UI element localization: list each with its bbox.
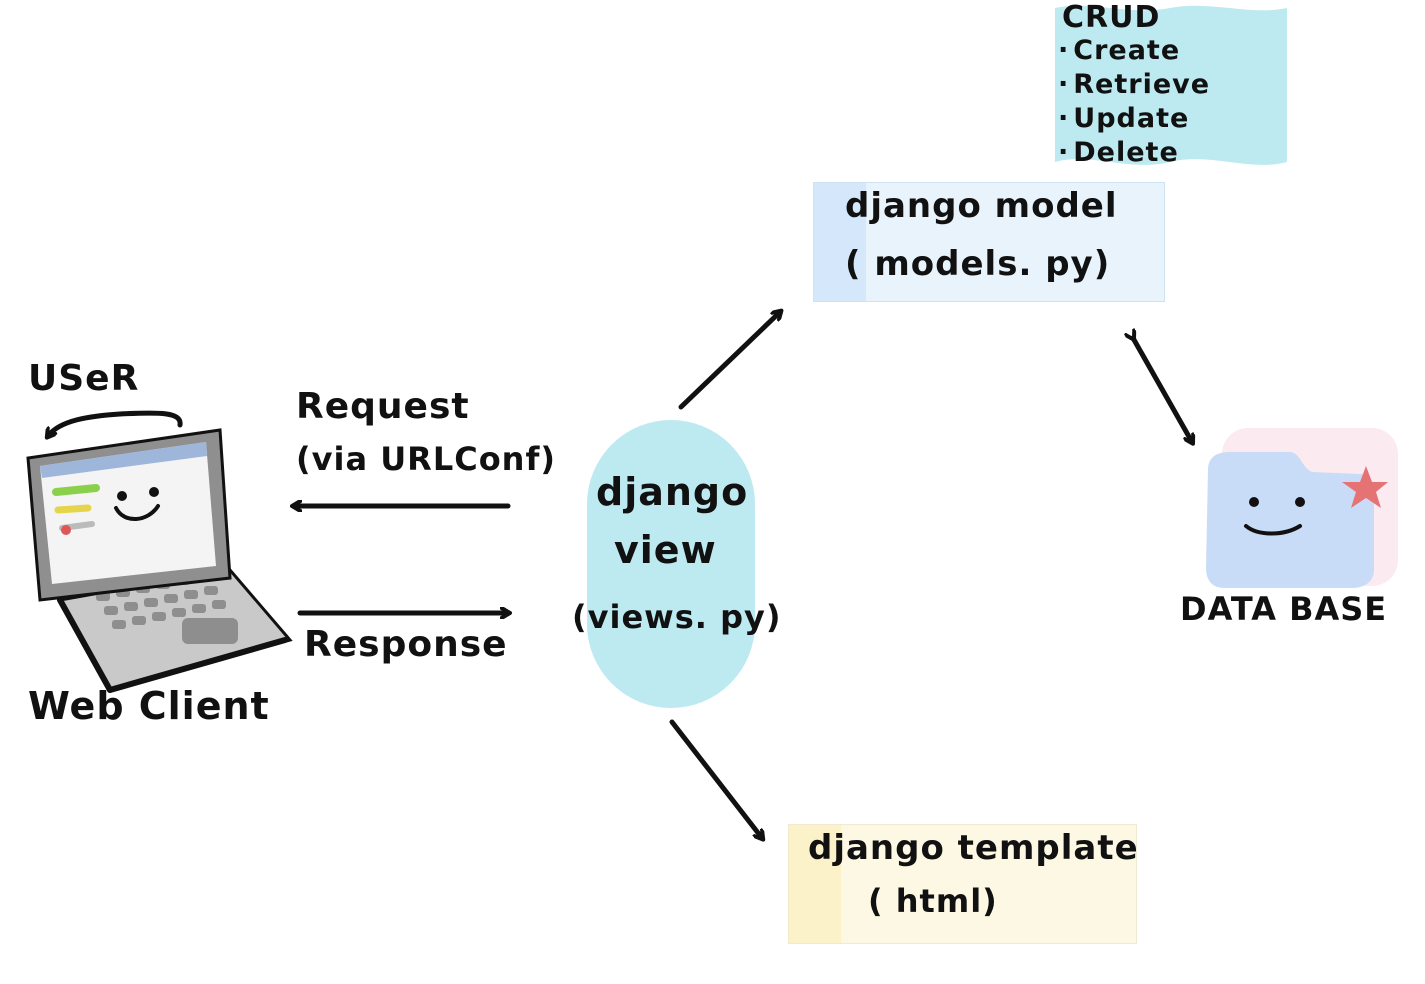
user-label: USeR xyxy=(28,358,140,399)
crud-item-delete: Delete xyxy=(1058,136,1210,170)
refresh-arrow-icon xyxy=(48,410,183,436)
model-title: django model xyxy=(845,186,1118,226)
view-label-line1: django xyxy=(596,470,749,514)
web-client-label: Web Client xyxy=(28,684,270,728)
crud-title: CRUD xyxy=(1062,0,1161,35)
view-to-model-arrow xyxy=(678,312,780,410)
template-box xyxy=(788,824,1137,944)
crud-item-retrieve: Retrieve xyxy=(1058,68,1210,102)
model-box xyxy=(813,182,1165,302)
response-label: Response xyxy=(304,624,508,665)
view-to-template-arrow xyxy=(669,719,762,838)
database-label: DATA BASE xyxy=(1180,590,1388,628)
crud-item-create: Create xyxy=(1058,34,1210,68)
view-node xyxy=(587,420,755,708)
model-database-arrow xyxy=(1133,338,1192,442)
template-title: django template xyxy=(808,828,1139,868)
crud-list: Create Retrieve Update Delete xyxy=(1058,34,1210,170)
view-label-line3: (views. py) xyxy=(572,598,782,636)
database-folder-icon xyxy=(1206,428,1398,588)
view-label-line2: view xyxy=(614,528,717,572)
template-subtitle: ( html) xyxy=(868,882,998,920)
request-sublabel: (via URLConf) xyxy=(296,440,556,478)
laptop-icon xyxy=(26,410,293,693)
request-label: Request xyxy=(296,386,470,427)
star-icon xyxy=(1342,466,1388,508)
model-subtitle: ( models. py) xyxy=(845,244,1111,284)
crud-item-update: Update xyxy=(1058,102,1210,136)
